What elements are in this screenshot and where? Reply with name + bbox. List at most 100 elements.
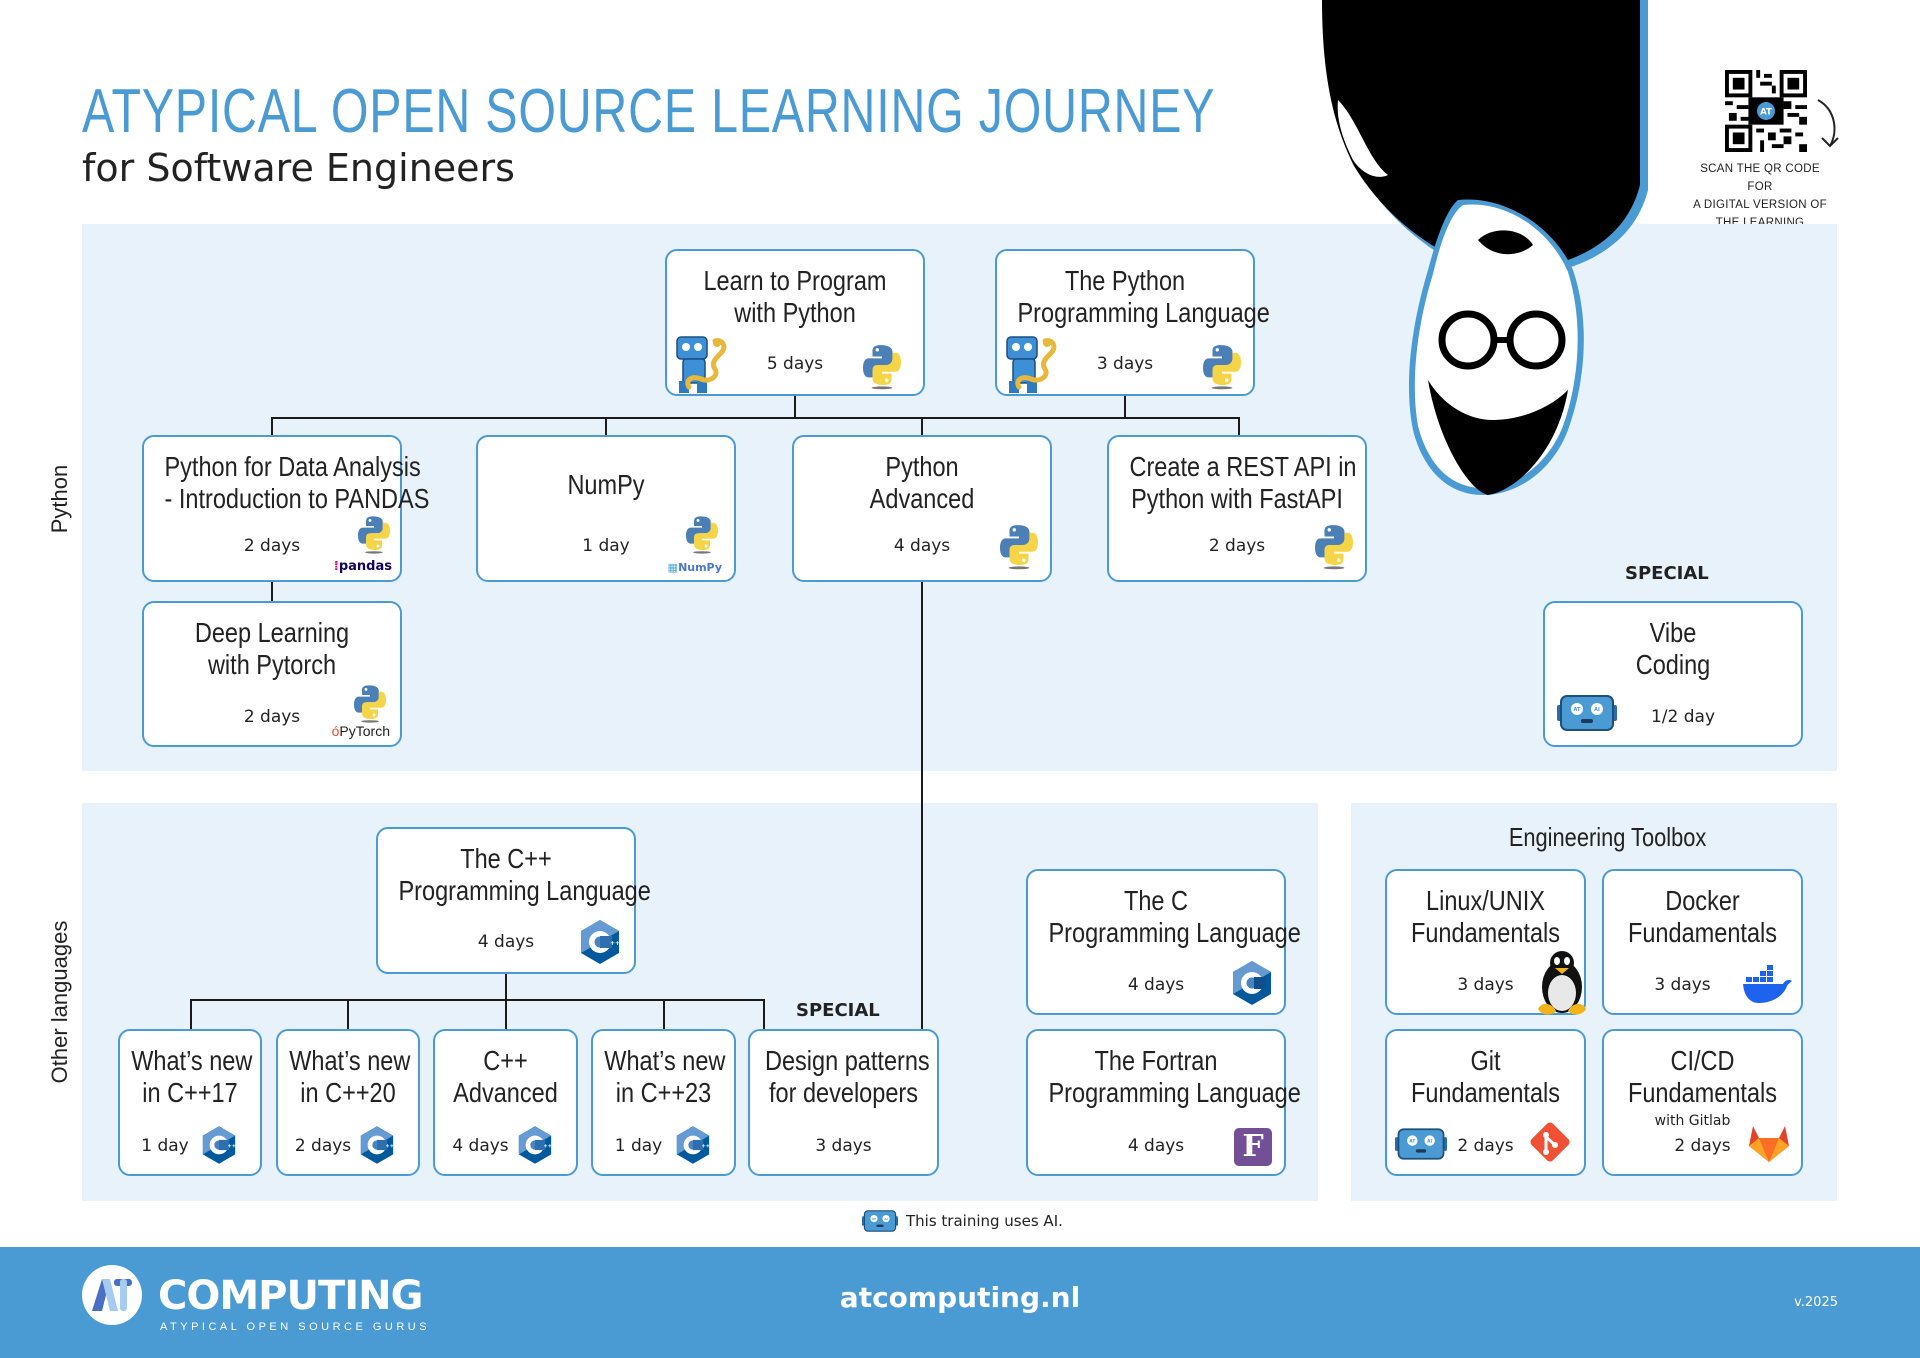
course-duration: 1 day: [582, 536, 630, 556]
ai-usage-note: This training uses AI.: [862, 1210, 1063, 1232]
connector-line: [663, 999, 665, 1029]
connector-line: [1124, 396, 1126, 418]
course-duration: 1 day: [141, 1136, 189, 1156]
connector-line: [271, 582, 273, 601]
course-cpp-programming-language[interactable]: The C++Programming Language 4 days: [376, 827, 651, 974]
connector-line: [1238, 417, 1240, 435]
course-duration: 4 days: [452, 1136, 509, 1156]
footer-brand: COMPUTING: [158, 1273, 423, 1319]
connector-line: [505, 974, 507, 1000]
python-icon: [1315, 522, 1353, 570]
course-cpp-advanced[interactable]: C++Advanced 4 days: [433, 1029, 578, 1176]
tux-penguin-icon: [1538, 951, 1586, 1015]
course-title: The C++Programming Language: [398, 843, 651, 906]
pytorch-icon: óPyTorch: [331, 723, 390, 739]
python-icon: [686, 514, 718, 554]
cpp-icon: [202, 1126, 236, 1164]
connector-line: [794, 396, 796, 418]
section-label-python: Python: [47, 464, 72, 534]
section-label-other-languages: Other languages: [47, 920, 72, 1084]
connector-line: [347, 999, 349, 1029]
cpp-icon: [518, 1126, 552, 1164]
course-duration: 1 day: [614, 1136, 663, 1156]
course-duration: 4 days: [477, 932, 535, 952]
course-duration: 3 days: [1096, 354, 1154, 374]
numpy-icon: ▦NumPy: [667, 561, 722, 574]
course-subtitle: with Gitlab: [1654, 1113, 1731, 1129]
course-title: Python for Data Analysis- Introduction t…: [164, 451, 430, 514]
pandas-icon: ⁞pandas: [333, 559, 392, 574]
course-numpy[interactable]: NumPy 1 day ▦NumPy: [476, 435, 736, 582]
footer-version: v.2025: [1794, 1295, 1838, 1310]
footer-tagline: ATYPICAL OPEN SOURCE GURUS: [160, 1321, 431, 1333]
docker-whale-icon: [1743, 965, 1792, 1003]
qr-caption-line: A DIGITAL VERSION OF: [1693, 199, 1827, 211]
special-label: SPECIAL: [796, 1000, 880, 1021]
course-duration: 3 days: [1457, 975, 1514, 995]
course-duration: 2 days: [1208, 536, 1266, 556]
python-icon: [863, 342, 901, 390]
connector-line: [921, 417, 923, 435]
course-duration: 2 days: [243, 536, 301, 556]
qr-code-icon[interactable]: AT: [1725, 70, 1807, 152]
c-icon: [1232, 961, 1272, 1005]
course-python-for-data-analysis-pandas[interactable]: Python for Data Analysis- Introduction t…: [142, 435, 430, 582]
connector-line: [921, 582, 923, 1029]
fortran-icon: F: [1234, 1128, 1272, 1166]
cpp-icon: [676, 1126, 710, 1164]
footer-website-link[interactable]: atcomputing.nl: [839, 1281, 1081, 1314]
connector-line: [271, 417, 1240, 419]
course-duration: 2 days: [294, 1136, 352, 1156]
course-duration: 4 days: [1127, 975, 1185, 995]
at-computing-logo-icon[interactable]: [82, 1265, 142, 1325]
python-icon: [1000, 522, 1038, 570]
course-duration: 4 days: [1127, 1136, 1185, 1156]
engineering-toolbox-title: Engineering Toolbox: [1508, 822, 1707, 852]
connector-line: [605, 417, 607, 435]
ai-robot-icon: [862, 1210, 898, 1232]
connector-line: [190, 999, 765, 1001]
course-duration: 2 days: [1674, 1136, 1731, 1156]
qr-caption-line: SCAN THE QR CODE FOR: [1700, 163, 1820, 193]
ai-usage-note-text: This training uses AI.: [906, 1212, 1063, 1230]
python-icon: [1203, 342, 1241, 390]
connector-line: [505, 999, 507, 1029]
connector-line: [271, 417, 273, 435]
cpp-icon: [580, 920, 620, 964]
python-icon: [358, 514, 390, 554]
course-duration: 2 days: [1457, 1136, 1514, 1156]
footer: COMPUTING ATYPICAL OPEN SOURCE GURUS atc…: [0, 1247, 1920, 1358]
course-duration: 3 days: [815, 1136, 872, 1156]
svg-text:AT: AT: [1760, 108, 1772, 118]
portrait-illustration: [1322, 0, 1648, 495]
course-duration: 4 days: [893, 536, 951, 556]
